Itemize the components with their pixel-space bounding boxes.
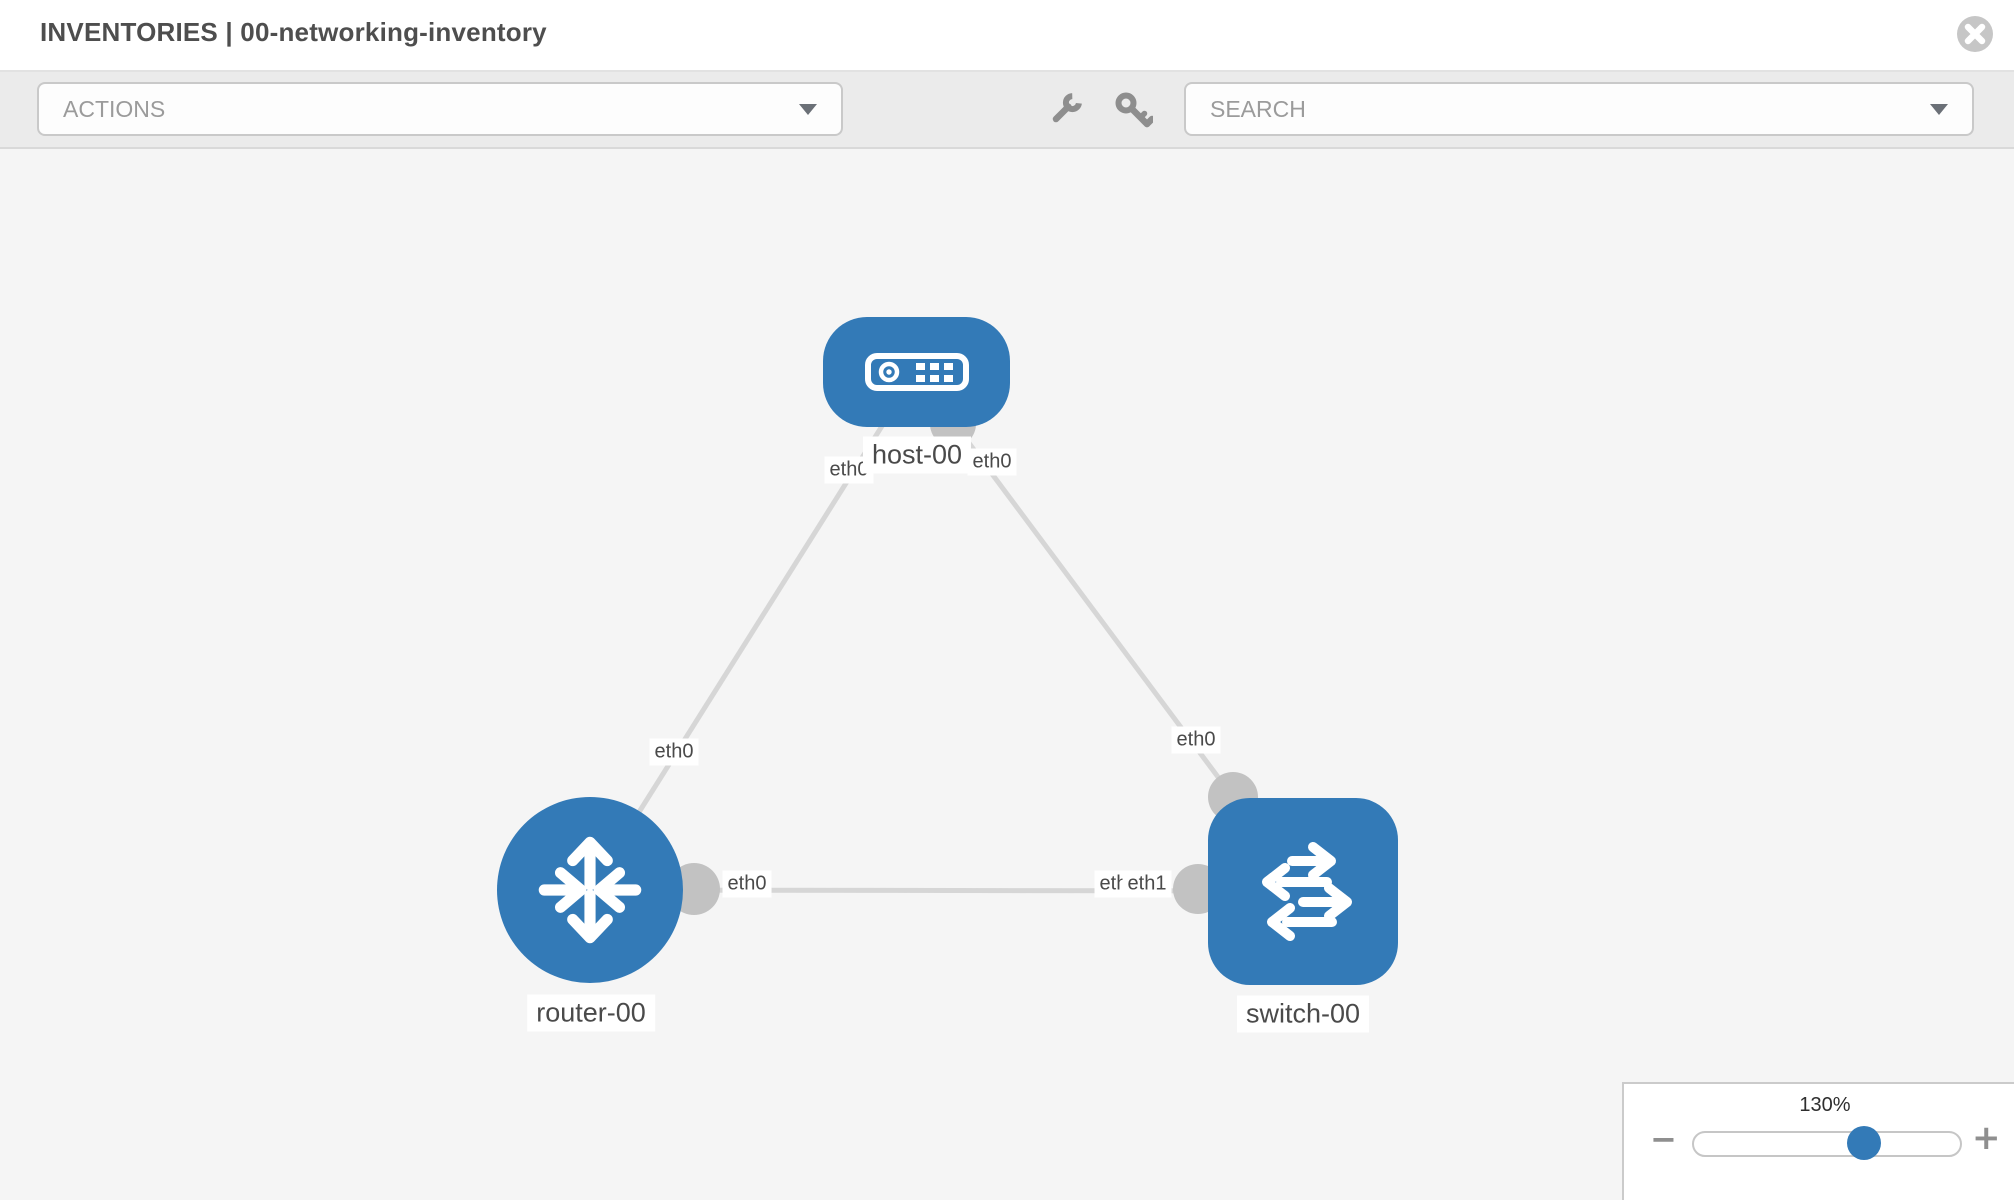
actions-dropdown[interactable]: ACTIONS: [37, 82, 843, 136]
zoom-slider-track[interactable]: [1692, 1126, 1962, 1160]
search-dropdown-label: SEARCH: [1210, 95, 1306, 122]
toolbar: ACTIONS SEARCH: [0, 72, 2014, 149]
chevron-down-icon: [799, 103, 817, 115]
interface-label: eth1: [1122, 870, 1172, 898]
chevron-down-icon: [1930, 103, 1948, 115]
router-icon: [538, 836, 642, 944]
node-label-host-00: host-00: [862, 436, 972, 474]
zoom-level: 130%: [1799, 1094, 1851, 1116]
switch-icon: [1262, 841, 1352, 941]
key-icon: [1115, 92, 1156, 128]
node-router-00[interactable]: [497, 797, 683, 983]
node-label-switch-00: switch-00: [1236, 995, 1370, 1033]
interface-label: eth0: [722, 870, 772, 898]
zoom-control: 130% − +: [1622, 1082, 2014, 1200]
interface-label: eth0: [649, 738, 699, 766]
node-host-00[interactable]: [823, 317, 1010, 427]
host-icon: [864, 353, 969, 391]
node-label-router-00: router-00: [527, 994, 655, 1032]
page-title: INVENTORIES | 00-networking-inventory: [40, 17, 547, 47]
interface-label: eth0: [1171, 726, 1221, 754]
node-switch-00[interactable]: [1208, 798, 1398, 985]
interface-label: eth0: [967, 448, 1017, 476]
credentials-button[interactable]: [1113, 90, 1156, 130]
configure-button[interactable]: [1045, 90, 1085, 130]
header: INVENTORIES | 00-networking-inventory: [0, 0, 2014, 72]
zoom-out-button[interactable]: −: [1650, 1120, 1677, 1158]
close-button[interactable]: [1956, 15, 1994, 53]
zoom-slider-knob[interactable]: [1847, 1126, 1881, 1160]
zoom-in-button[interactable]: +: [1972, 1118, 2001, 1158]
actions-dropdown-label: ACTIONS: [63, 95, 166, 122]
close-icon: [1957, 16, 1993, 52]
search-dropdown[interactable]: SEARCH: [1184, 82, 1974, 136]
wrench-icon: [1052, 93, 1082, 123]
